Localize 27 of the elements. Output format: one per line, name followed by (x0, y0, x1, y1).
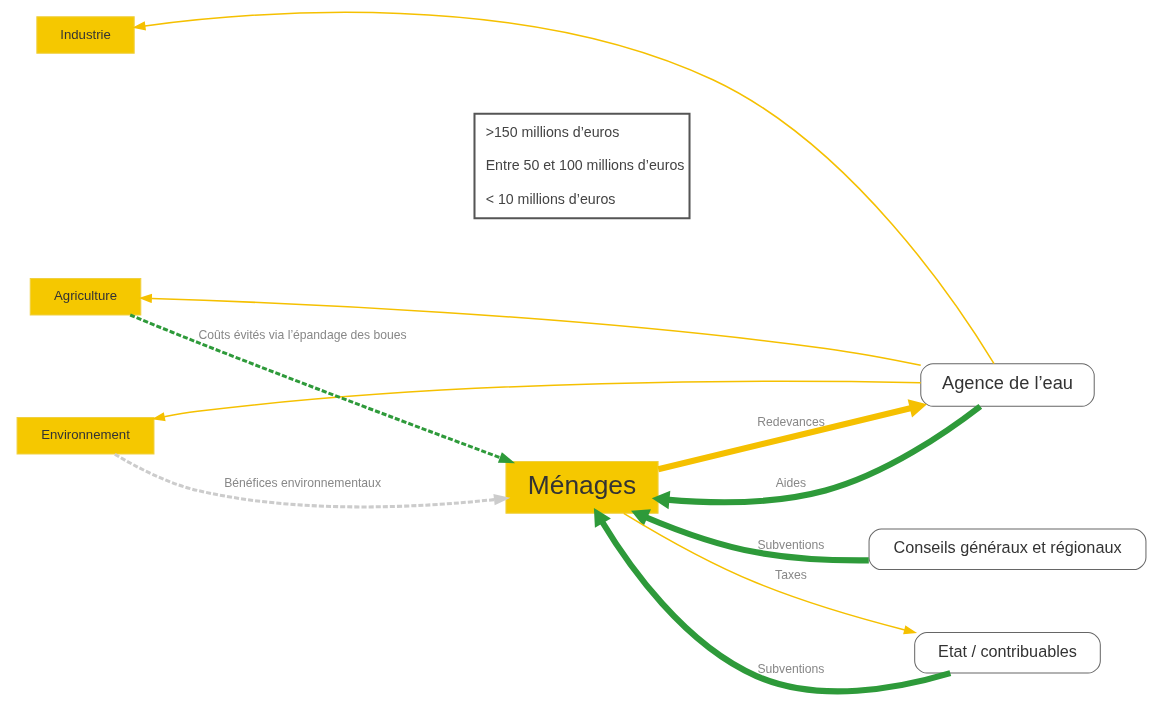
edge-label: Bénéfices environnementaux (224, 476, 381, 491)
arrow (114, 452, 511, 509)
edge-label: Taxes (775, 568, 807, 583)
edge-label: Subventions (757, 537, 825, 552)
node-box: Etat / contribuables (914, 631, 1101, 674)
node-box: Environnement (16, 416, 155, 455)
arrow (651, 403, 983, 510)
arrow (132, 11, 995, 365)
arrow (657, 399, 927, 473)
arrow (138, 293, 922, 367)
edge-label: Redevances (757, 415, 825, 430)
edge-label: Coûts évités via l’épandage des boues (198, 327, 407, 342)
arrow (151, 380, 922, 422)
node-box: Conseils généraux et régionaux (868, 528, 1147, 571)
arrow (129, 313, 516, 464)
node-box: Industrie (36, 16, 135, 54)
edge-label: Aides (775, 476, 807, 491)
node-box: Agriculture (29, 278, 142, 316)
arrow (593, 507, 952, 695)
legend-label: < 10 millions d’euros (485, 190, 616, 207)
arrow (623, 512, 918, 635)
arrow (631, 509, 869, 564)
legend-label: Entre 50 et 100 millions d’euros (485, 157, 685, 174)
legend-label: >150 millions d’euros (485, 123, 620, 140)
node-box: Ménages (505, 461, 659, 514)
edge-label: Subventions (757, 661, 825, 676)
node-box: Agence de l’eau (920, 363, 1095, 407)
